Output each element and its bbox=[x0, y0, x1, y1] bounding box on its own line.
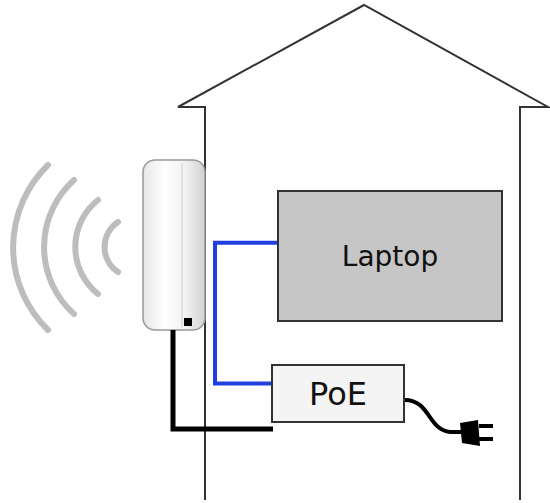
antenna-port bbox=[184, 318, 192, 326]
poe-box: PoE bbox=[271, 364, 405, 423]
antenna bbox=[143, 160, 205, 330]
radio-waves bbox=[13, 165, 118, 330]
house-outline bbox=[178, 5, 548, 500]
ethernet-cable bbox=[173, 330, 273, 429]
ethernet-cable bbox=[215, 243, 277, 384]
node-label: Laptop bbox=[342, 240, 438, 273]
antenna-seam bbox=[182, 163, 183, 327]
power-plug bbox=[460, 420, 493, 446]
node-label: PoE bbox=[309, 375, 367, 413]
power-cord bbox=[405, 400, 462, 432]
laptop-box: Laptop bbox=[277, 190, 503, 322]
